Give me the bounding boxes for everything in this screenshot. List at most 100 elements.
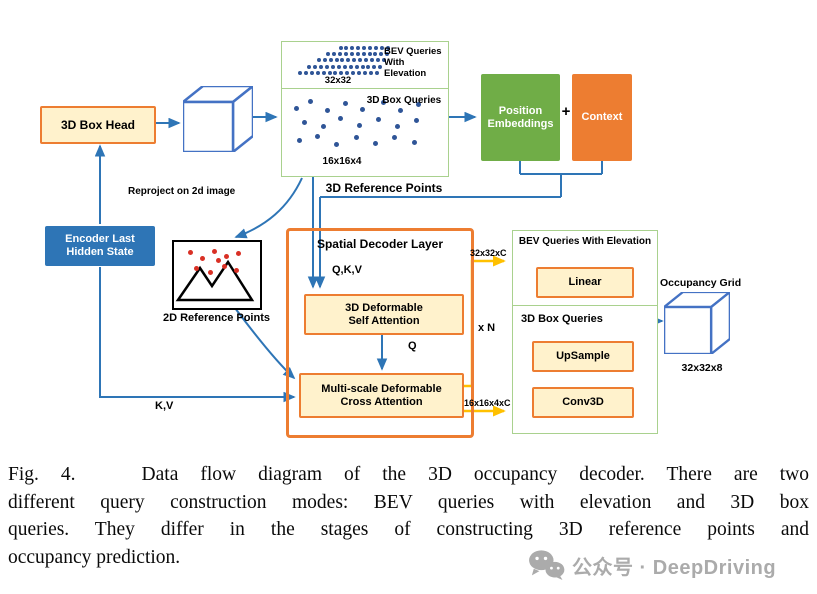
dot bbox=[297, 137, 302, 143]
bev-queries-section: BEV Queries With Elevation 32x32 bbox=[282, 42, 448, 89]
dot bbox=[361, 52, 366, 57]
dot bbox=[327, 70, 332, 75]
dot bbox=[302, 119, 307, 125]
dot bbox=[374, 70, 379, 75]
dot bbox=[342, 64, 347, 69]
occupancy-size-label: 32x32x8 bbox=[681, 362, 723, 374]
dot bbox=[379, 46, 384, 50]
context-node: Context bbox=[572, 74, 632, 161]
dot bbox=[338, 46, 343, 50]
dot bbox=[373, 140, 378, 146]
position-embeddings-node: Position Embeddings bbox=[481, 74, 560, 161]
occupancy-grid-label: Occupancy Grid bbox=[660, 277, 742, 289]
kv-label: K,V bbox=[155, 400, 174, 412]
reproject-label: Reproject on 2d image bbox=[128, 186, 236, 197]
dot bbox=[334, 58, 339, 63]
ref-points-3d-label: 3D Reference Points bbox=[325, 181, 443, 195]
dot bbox=[321, 123, 326, 129]
dot bbox=[298, 70, 302, 75]
occupancy-cube-icon bbox=[664, 292, 730, 354]
panel-divider bbox=[513, 305, 657, 306]
dot bbox=[332, 52, 337, 57]
bev-dots-grid bbox=[288, 44, 390, 75]
dot bbox=[345, 70, 350, 75]
dot bbox=[398, 107, 403, 113]
dim-box-label: 16x16x4xC bbox=[464, 398, 511, 408]
dot bbox=[356, 46, 361, 50]
dot bbox=[336, 64, 341, 69]
encoder-node: Encoder Last Hidden State bbox=[45, 226, 155, 266]
dot bbox=[354, 64, 359, 69]
q-label: Q bbox=[408, 340, 417, 352]
dot bbox=[358, 58, 363, 63]
dot bbox=[414, 117, 419, 123]
linear-node: Linear bbox=[536, 267, 634, 298]
dim-bev-label: 32x32xC bbox=[470, 248, 507, 258]
dot bbox=[343, 52, 348, 57]
dot bbox=[344, 46, 349, 50]
dot bbox=[354, 134, 359, 140]
dot bbox=[352, 58, 357, 63]
dot bbox=[208, 270, 213, 275]
caption-line: occupancy prediction. bbox=[8, 546, 181, 568]
box-head-node: 3D Box Head bbox=[40, 106, 156, 144]
box-queries-dots bbox=[288, 94, 440, 152]
dot bbox=[325, 64, 330, 69]
dot bbox=[381, 99, 386, 105]
dot bbox=[339, 70, 344, 75]
dot bbox=[328, 58, 333, 63]
dot bbox=[338, 115, 343, 121]
dot bbox=[346, 58, 351, 63]
bev-queries-label: BEV Queries With Elevation bbox=[384, 46, 442, 79]
caption-line: different query construction modes: BEV … bbox=[8, 491, 809, 513]
figure-caption: Fig. 4. Data flow diagram of the 3D occu… bbox=[8, 461, 809, 571]
dot bbox=[315, 133, 320, 139]
dot bbox=[303, 70, 308, 75]
dot bbox=[325, 107, 330, 113]
ref-points-2d-label: 2D Reference Points bbox=[163, 312, 270, 324]
box-queries-section-label: 3D Box Queries bbox=[521, 313, 603, 325]
dot bbox=[294, 105, 299, 111]
camera-image-thumbnail bbox=[172, 240, 262, 310]
dot bbox=[366, 64, 371, 69]
dot bbox=[343, 100, 348, 106]
dot bbox=[395, 123, 400, 129]
conv3d-node: Conv3D bbox=[532, 387, 634, 418]
dot bbox=[334, 141, 339, 147]
dot bbox=[222, 264, 227, 269]
dot bbox=[333, 70, 338, 75]
watermark: 公众号 · DeepDriving bbox=[527, 549, 776, 581]
dot bbox=[234, 268, 239, 273]
output-panel-title: BEV Queries With Elevation bbox=[518, 236, 652, 247]
box-queries-label: 3D Box Queries bbox=[366, 94, 442, 106]
watermark-text: 公众号 · DeepDriving bbox=[572, 556, 777, 579]
bev-size-label: 32x32 bbox=[324, 75, 352, 86]
dot bbox=[194, 266, 199, 271]
dot bbox=[362, 46, 367, 50]
dot bbox=[376, 116, 381, 122]
dot bbox=[355, 52, 360, 57]
dot bbox=[360, 64, 365, 69]
qkv-label: Q,K,V bbox=[332, 264, 362, 276]
dot bbox=[200, 256, 205, 261]
self-attention-node: 3D Deformable Self Attention bbox=[304, 294, 464, 335]
upsample-node: UpSample bbox=[532, 341, 634, 372]
caption-line: Fig. 4. Data flow diagram of the 3D occu… bbox=[8, 464, 809, 485]
dot bbox=[385, 46, 390, 50]
plus-sign: + bbox=[561, 103, 571, 120]
dot bbox=[368, 70, 373, 75]
dot bbox=[348, 64, 353, 69]
dot bbox=[322, 58, 327, 63]
dot bbox=[416, 101, 421, 107]
dot bbox=[373, 46, 378, 50]
xn-label: x N bbox=[478, 322, 496, 334]
dot bbox=[315, 70, 320, 75]
dot bbox=[378, 64, 383, 69]
dot bbox=[351, 70, 356, 75]
wechat-icon bbox=[529, 550, 565, 581]
box-queries-section: 3D Box Queries 16x16x4 bbox=[282, 90, 448, 175]
dot bbox=[321, 70, 326, 75]
dot bbox=[360, 106, 365, 112]
dot bbox=[367, 52, 372, 57]
